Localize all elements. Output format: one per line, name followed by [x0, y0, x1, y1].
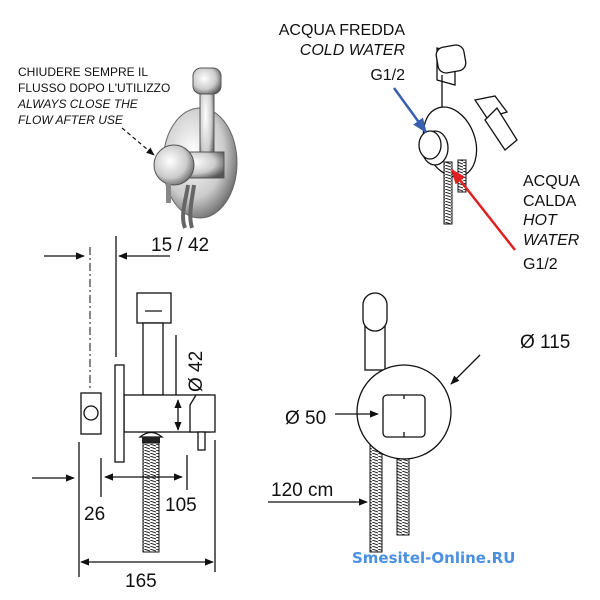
hot-en-1: HOT — [523, 212, 558, 229]
product-photo — [153, 67, 238, 229]
note-line-3: ALWAYS CLOSE THE — [17, 97, 139, 111]
hot-it-1: ACQUA — [523, 173, 580, 190]
hot-en-2: WATER — [523, 232, 580, 249]
hot-water-label: ACQUA CALDA HOT WATER G1/2 — [523, 173, 580, 273]
cold-water-label: ACQUA FREDDA COLD WATER G1/2 — [279, 22, 406, 84]
usage-note: CHIUDERE SEMPRE IL FLUSSO DOPO L'UTILIZZ… — [17, 65, 170, 156]
note-line-1: CHIUDERE SEMPRE IL — [18, 65, 148, 79]
dim-plate-diameter: Ø 115 — [520, 332, 570, 353]
note-line-2: FLUSSO DOPO L'UTILIZZO — [18, 81, 170, 95]
front-view: Ø 115 Ø 50 120 cm — [268, 292, 570, 553]
dim-wall-depth: 15 / 42 — [151, 235, 209, 256]
note-line-4: FLOW AFTER USE — [18, 113, 124, 127]
dim-body-length: 105 — [165, 495, 197, 516]
dim-hose-length: 120 cm — [271, 480, 333, 501]
dim-total-length: 165 — [125, 571, 157, 592]
product-rear-drawing — [418, 44, 518, 225]
cold-water-arrow — [392, 87, 428, 134]
hot-it-2: CALDA — [523, 193, 577, 210]
cold-it: ACQUA FREDDA — [279, 22, 406, 39]
hot-thread: G1/2 — [523, 256, 558, 273]
note-arrow — [121, 127, 155, 156]
dim-inner-diameter: Ø 50 — [285, 408, 326, 429]
dim-offset: 26 — [84, 504, 105, 525]
watermark: Smesitel-Online.RU — [352, 549, 515, 567]
cold-thread: G1/2 — [370, 67, 405, 84]
side-view: 15 / 42 Ø 42 26 105 165 — [32, 235, 216, 592]
hot-water-arrow — [451, 168, 516, 251]
dim-body-diameter: Ø 42 — [186, 351, 207, 392]
cold-en: COLD WATER — [300, 42, 406, 59]
